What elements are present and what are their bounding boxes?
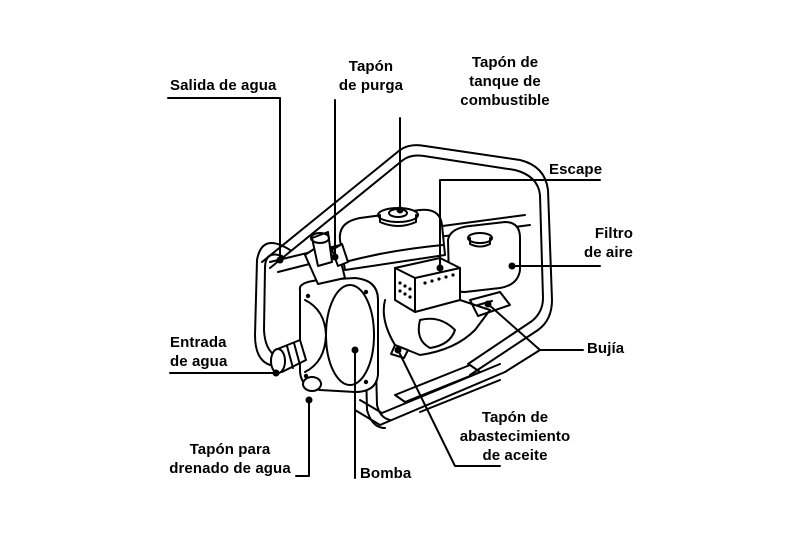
label-tapon-de-abastecimiento-de-aceite: Tapón de abastecimiento de aceite: [450, 408, 580, 465]
label-line: Escape: [549, 161, 603, 178]
label-line: Tapón de: [481, 409, 549, 426]
label-line: drenado de agua: [169, 460, 291, 477]
label-line: Tapón de: [471, 54, 539, 71]
engine: [338, 207, 521, 359]
label-escape: Escape: [549, 160, 602, 179]
label-line: de aire: [583, 244, 633, 261]
label-tapon-de-tanque-de-combustible: Tapón de tanque de combustible: [455, 53, 555, 110]
pump: [270, 231, 379, 393]
label-tapon-de-purga: Tapón de purga: [330, 57, 412, 95]
label-line: Bomba: [360, 465, 412, 482]
label-line: abastecimiento: [459, 428, 571, 445]
leader-lines: [167, 97, 601, 479]
leader-dots: [272, 206, 516, 404]
label-salida-de-agua: Salida de agua: [170, 76, 276, 95]
label-line: tanque de: [469, 73, 541, 90]
label-line: Filtro: [594, 225, 633, 242]
label-line: de agua: [170, 353, 228, 370]
label-line: combustible: [460, 92, 550, 109]
label-filtro-de-aire: Filtro de aire: [555, 224, 633, 262]
label-line: de purga: [338, 77, 404, 94]
label-line: Salida de agua: [170, 77, 277, 94]
label-tapon-para-drenado-de-agua: Tapón para drenado de agua: [166, 440, 294, 478]
label-line: Tapón: [348, 58, 394, 75]
label-entrada-de-agua: Entrada de agua: [170, 333, 227, 371]
label-line: Bujía: [587, 340, 625, 357]
label-line: Entrada: [170, 334, 227, 351]
label-bomba: Bomba: [360, 464, 411, 483]
label-line: Tapón para: [189, 441, 271, 458]
label-line: de aceite: [482, 447, 548, 464]
label-bujia: Bujía: [587, 339, 624, 358]
